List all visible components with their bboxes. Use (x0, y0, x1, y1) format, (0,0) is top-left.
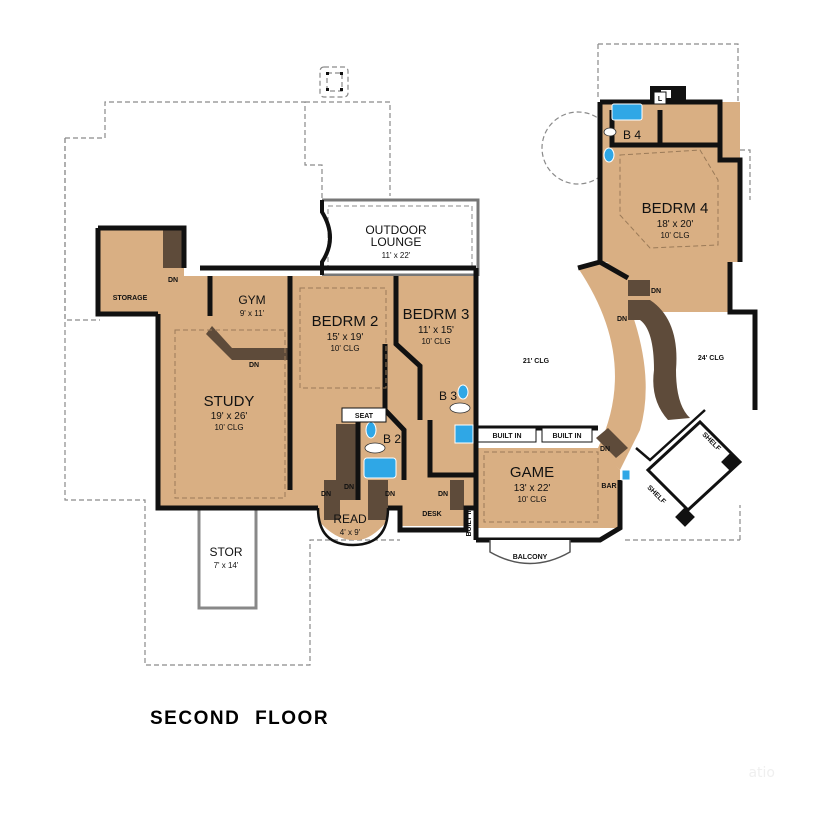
read-label: READ (333, 512, 367, 526)
stairs (163, 228, 690, 520)
ceiling-lines (174, 149, 719, 523)
study-dim: 19' x 26' (211, 411, 248, 422)
dn-label: DN (344, 484, 354, 491)
outdoor-lounge-dim: 11' x 22' (382, 251, 411, 260)
bedrm3-clg: 10' CLG (421, 337, 450, 346)
built-in-label-3: BUILT IN (466, 507, 473, 536)
stor-label: STOR (209, 545, 242, 559)
bedrm3-label: BEDRM 3 (403, 306, 470, 323)
dn-label: DN (321, 491, 331, 498)
study-clg: 10' CLG (214, 423, 243, 432)
bedrm2-clg: 10' CLG (330, 344, 359, 353)
room-labels: STORAGE GYM 9' x 11' STUDY 19' x 26' 10'… (113, 96, 725, 570)
dn-label: DN (600, 446, 610, 453)
shelf-wing (645, 419, 743, 527)
dn-label: DN (385, 491, 395, 498)
outdoor-lounge-label-1: OUTDOOR (365, 223, 427, 237)
outdoor-lounge (320, 198, 480, 277)
dn-label: DN (617, 316, 627, 323)
read-dim: 4' x 9' (340, 528, 361, 537)
bedrm4-label: BEDRM 4 (642, 200, 709, 217)
floor-fill (98, 102, 740, 541)
walls-thin (316, 409, 706, 547)
open-24-clg: 24' CLG (698, 355, 725, 362)
bar-label: BAR (601, 483, 616, 490)
gym-dim: 9' x 11' (240, 309, 265, 318)
fixtures (363, 103, 643, 481)
toilet-fixtures (364, 127, 617, 454)
bedrm2-dim: 15' x 19' (327, 332, 364, 343)
b2-label: B 2 (383, 432, 401, 446)
pergola-feature (326, 72, 343, 91)
game-dim: 13' x 22' (514, 483, 551, 494)
stor-room (197, 506, 258, 610)
b4-label: B 4 (623, 128, 641, 142)
bedrm4-clg: 10' CLG (660, 231, 689, 240)
storage-label: STORAGE (113, 295, 148, 302)
bedrm2-label: BEDRM 2 (312, 313, 379, 330)
balcony-label: BALCONY (513, 554, 548, 561)
roof-outline (64, 43, 751, 666)
study-label: STUDY (204, 393, 255, 410)
dn-label: DN (249, 362, 259, 369)
balcony-outline (489, 540, 571, 565)
outdoor-lounge-label-2: LOUNGE (371, 235, 422, 249)
dn-label: DN (438, 491, 448, 498)
open-21-clg: 21' CLG (523, 358, 550, 365)
dn-label: DN (168, 277, 178, 284)
game-clg: 10' CLG (517, 495, 546, 504)
gym-label: GYM (238, 293, 265, 307)
stor-dim: 7' x 14' (214, 561, 239, 570)
seat-label: SEAT (355, 413, 374, 420)
dn-label: DN (651, 288, 661, 295)
built-in-label-2: BUILT IN (552, 433, 581, 440)
b3-label: B 3 (439, 389, 457, 403)
watermark: atio (748, 765, 775, 781)
laundry-label: L (658, 96, 663, 103)
floor-title: SECOND FLOOR (150, 708, 330, 729)
desk-label: DESK (422, 511, 441, 518)
game-label: GAME (510, 464, 554, 481)
bedrm4-dim: 18' x 20' (657, 219, 694, 230)
bedrm3-dim: 11' x 15' (418, 325, 454, 336)
built-in-label-1: BUILT IN (492, 433, 521, 440)
